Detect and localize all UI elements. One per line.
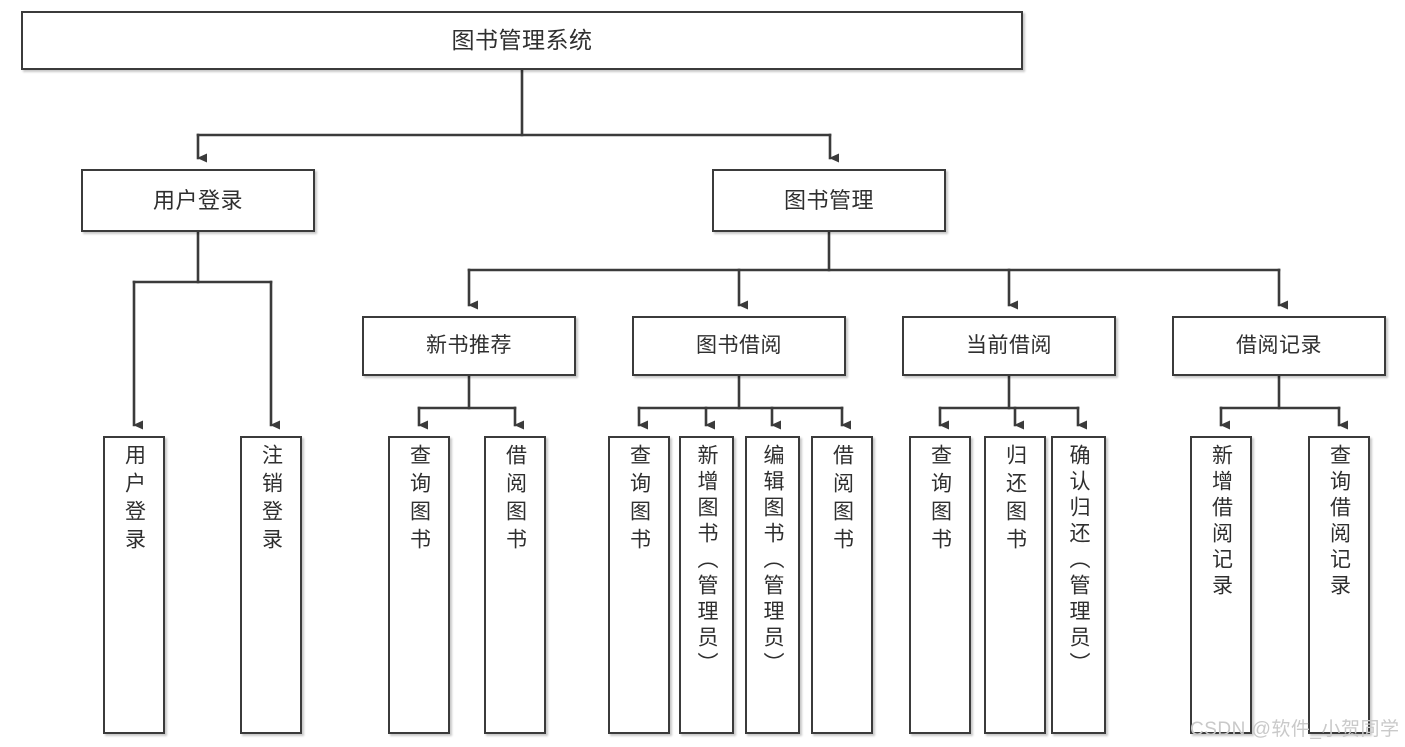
node-leaf-return-book[interactable]: 归还图书 xyxy=(984,436,1046,734)
node-root-label: 图书管理系统 xyxy=(451,27,593,54)
node-leaf-borrow-book-2-label: 借阅图书 xyxy=(830,444,854,556)
node-root[interactable]: 图书管理系统 xyxy=(21,11,1023,70)
node-user-login-label: 用户登录 xyxy=(152,187,243,213)
node-leaf-edit-book-admin-label: 编辑图书（管理员） xyxy=(761,444,784,678)
node-leaf-query-book-2[interactable]: 查询图书 xyxy=(608,436,670,734)
node-leaf-borrow-book-2[interactable]: 借阅图书 xyxy=(811,436,873,734)
watermark: CSDN @软件_小贺同学 xyxy=(1190,719,1400,740)
node-leaf-edit-book-admin[interactable]: 编辑图书（管理员） xyxy=(745,436,800,734)
node-leaf-add-borrow-record[interactable]: 新增借阅记录 xyxy=(1190,436,1252,734)
node-new-book-recommend-label: 新书推荐 xyxy=(426,333,512,357)
node-book-manage-label: 图书管理 xyxy=(783,187,874,213)
node-leaf-query-book-3-label: 查询图书 xyxy=(928,444,952,556)
node-leaf-query-book-1-label: 查询图书 xyxy=(407,444,431,556)
node-leaf-borrow-book-1[interactable]: 借阅图书 xyxy=(484,436,546,734)
node-user-login[interactable]: 用户登录 xyxy=(81,169,315,232)
node-book-borrow-label: 图书借阅 xyxy=(696,333,782,357)
node-borrow-record-label: 借阅记录 xyxy=(1236,333,1322,357)
node-leaf-user-login-label: 用户登录 xyxy=(122,444,146,556)
node-new-book-recommend[interactable]: 新书推荐 xyxy=(362,316,576,376)
node-book-borrow[interactable]: 图书借阅 xyxy=(632,316,846,376)
node-leaf-query-borrow-record[interactable]: 查询借阅记录 xyxy=(1308,436,1370,734)
node-leaf-query-borrow-record-label: 查询借阅记录 xyxy=(1327,444,1351,600)
node-leaf-logout-login-label: 注销登录 xyxy=(259,444,283,556)
node-leaf-user-login[interactable]: 用户登录 xyxy=(103,436,165,734)
node-leaf-confirm-return-admin[interactable]: 确认归还（管理员） xyxy=(1051,436,1106,734)
node-leaf-logout-login[interactable]: 注销登录 xyxy=(240,436,302,734)
node-leaf-borrow-book-1-label: 借阅图书 xyxy=(503,444,527,556)
node-current-borrow[interactable]: 当前借阅 xyxy=(902,316,1116,376)
node-leaf-query-book-2-label: 查询图书 xyxy=(627,444,651,556)
node-current-borrow-label: 当前借阅 xyxy=(966,333,1052,357)
node-leaf-return-book-label: 归还图书 xyxy=(1003,444,1027,556)
node-book-manage[interactable]: 图书管理 xyxy=(712,169,946,232)
node-leaf-add-borrow-record-label: 新增借阅记录 xyxy=(1209,444,1233,600)
node-leaf-confirm-return-admin-label: 确认归还（管理员） xyxy=(1067,444,1090,678)
node-leaf-query-book-1[interactable]: 查询图书 xyxy=(388,436,450,734)
node-leaf-add-book-admin[interactable]: 新增图书（管理员） xyxy=(679,436,734,734)
node-borrow-record[interactable]: 借阅记录 xyxy=(1172,316,1386,376)
node-leaf-query-book-3[interactable]: 查询图书 xyxy=(909,436,971,734)
node-leaf-add-book-admin-label: 新增图书（管理员） xyxy=(695,444,718,678)
